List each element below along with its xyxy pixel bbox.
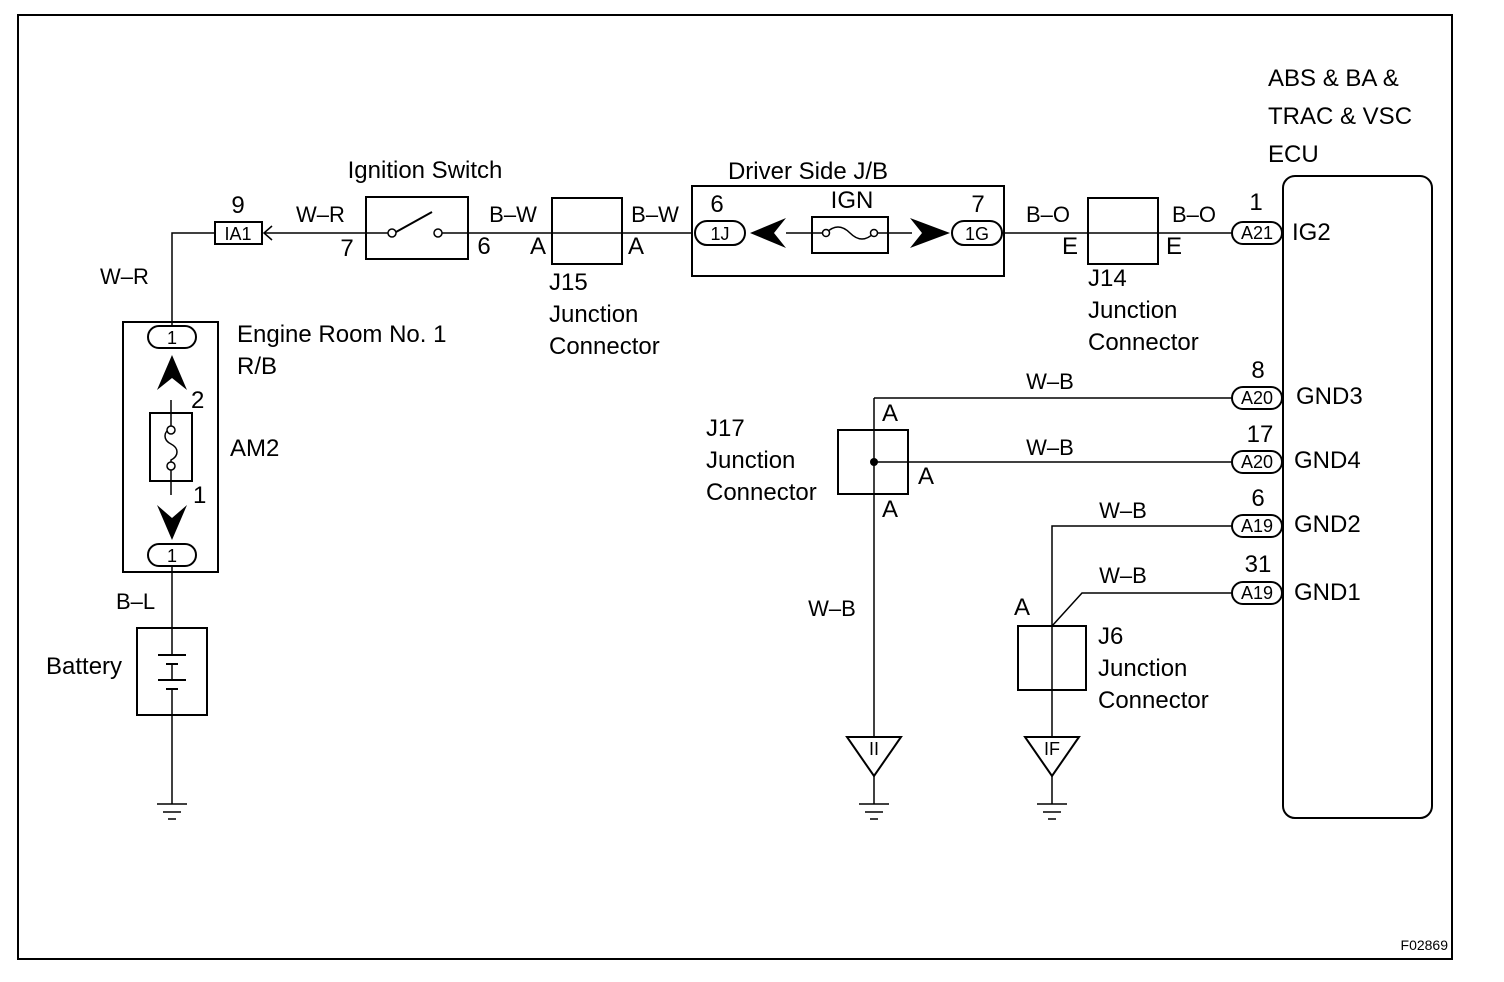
wire-b-w-2: B–W	[631, 202, 679, 227]
ground-icon	[157, 803, 187, 820]
j14-pin-e-right: E	[1166, 233, 1182, 260]
rb-pin-2: 2	[191, 387, 204, 414]
chevron-right-icon	[910, 218, 950, 248]
engine-room-rb-label-1: Engine Room No. 1	[237, 321, 446, 348]
ecu-gnd2-label: GND2	[1294, 511, 1361, 538]
ground-ii-label: II	[869, 739, 879, 759]
j6-label-2: Connector	[1098, 687, 1209, 714]
j17-pin-a-right: A	[918, 463, 934, 490]
wire-w-b-gnd1: W–B	[1099, 563, 1147, 588]
j14-label-1: Junction	[1088, 297, 1177, 324]
abs-vsc-ecu	[1282, 175, 1433, 819]
j6-label-1: Junction	[1098, 655, 1187, 682]
ia1-pin-number: 9	[231, 192, 244, 219]
chevron-up-icon	[157, 355, 187, 390]
j15-pin-a-left: A	[530, 233, 546, 260]
ecu-label-3: ECU	[1268, 141, 1319, 168]
ecu-gnd2-pin-number: 6	[1251, 485, 1264, 512]
fuse-symbol-icon	[812, 226, 888, 240]
ecu-gnd3-label: GND3	[1296, 383, 1363, 410]
j15-pin-a-right: A	[628, 233, 644, 260]
rb-pin-1: 1	[193, 482, 206, 509]
j17-id: J17	[706, 415, 745, 442]
wire-w-r-left: W–R	[100, 264, 149, 289]
splice-dot	[870, 458, 878, 466]
ia1-label: IA1	[224, 224, 251, 244]
ecu-ig2-label: IG2	[1292, 219, 1331, 246]
engine-room-rb-label-2: R/B	[237, 353, 277, 380]
ground-if-label: IF	[1044, 739, 1060, 759]
am2-label: AM2	[230, 435, 279, 462]
jb-pin-7: 7	[971, 191, 984, 218]
wire-w-b-gnd2: W–B	[1099, 498, 1147, 523]
ignition-switch-label: Ignition Switch	[348, 157, 503, 184]
j14-junction-connector	[1087, 197, 1159, 265]
wire-b-w-1: B–W	[489, 202, 537, 227]
ecu-gnd3-conn-label: A20	[1241, 388, 1273, 408]
wire-w-r-top: W–R	[296, 202, 345, 227]
jb-1g-label: 1G	[965, 224, 989, 244]
ecu-gnd1-conn-label: A19	[1241, 583, 1273, 603]
jb-1j-label: 1J	[710, 224, 729, 244]
rb-pin-bottom: 1	[167, 546, 177, 566]
j14-id: J14	[1088, 265, 1127, 292]
ecu-gnd2-conn-label: A19	[1241, 516, 1273, 536]
ecu-gnd4-pin-number: 17	[1247, 421, 1274, 448]
ignition-switch-pin-7: 7	[340, 235, 353, 262]
jb-connector-1j	[694, 220, 746, 246]
ecu-gnd3-pin-number: 8	[1251, 357, 1264, 384]
ecu-gnd4-conn-label: A20	[1241, 452, 1273, 472]
j17-label-1: Junction	[706, 447, 795, 474]
j15-id: J15	[549, 269, 588, 296]
ignition-switch-pin-6: 6	[477, 233, 490, 260]
chevron-left-icon	[750, 218, 786, 248]
j15-label-2: Connector	[549, 333, 660, 360]
ecu-gnd1-pin-number: 31	[1245, 551, 1272, 578]
ecu-label-1: ABS & BA &	[1268, 65, 1399, 92]
ground-point-if	[1023, 736, 1081, 820]
driver-side-junction-block: 1J 1G	[691, 185, 1005, 277]
wire-w-b-gnd3: W–B	[1026, 369, 1074, 394]
wire-w-b-j17: W–B	[808, 596, 856, 621]
diagram-frame	[17, 14, 1453, 960]
ecu-connector-a21	[1231, 221, 1283, 245]
ground-point-ii	[845, 736, 903, 820]
j17-pin-a-bottom: A	[882, 496, 898, 523]
wire-b-l: B–L	[116, 589, 155, 614]
jb-pin-6: 6	[710, 191, 723, 218]
ecu-label-2: TRAC & VSC	[1268, 103, 1412, 130]
chevron-down-icon	[157, 505, 187, 540]
j6-junction-connector	[1017, 625, 1087, 691]
j17-pin-a-top: A	[882, 400, 898, 427]
ignition-switch	[365, 196, 469, 260]
wire-b-o-1: B–O	[1026, 202, 1070, 227]
ecu-gnd4-label: GND4	[1294, 447, 1361, 474]
wire-w-b-gnd4: W–B	[1026, 435, 1074, 460]
ign-fuse-label: IGN	[831, 187, 874, 214]
ecu-gnd1-label: GND1	[1294, 579, 1361, 606]
wire-b-o-2: B–O	[1172, 202, 1216, 227]
engine-room-relay-block: 1 2 AM2 1 1	[122, 321, 279, 573]
j6-id: J6	[1098, 623, 1123, 650]
figure-code: F02869	[1401, 937, 1449, 953]
battery	[136, 627, 208, 716]
j14-pin-e-left: E	[1062, 233, 1078, 260]
ecu-a21-label: A21	[1241, 223, 1273, 243]
j17-junction-connector	[837, 398, 909, 495]
j15-label-1: Junction	[549, 301, 638, 328]
ecu-ig2-pin-number: 1	[1249, 189, 1262, 216]
j6-pin-a: A	[1014, 594, 1030, 621]
driver-jb-label: Driver Side J/B	[728, 158, 888, 185]
j14-label-2: Connector	[1088, 329, 1199, 356]
j15-junction-connector	[551, 197, 623, 265]
j17-label-2: Connector	[706, 479, 817, 506]
rb-pin-top: 1	[167, 328, 177, 348]
ia1-connector	[214, 221, 263, 245]
battery-label: Battery	[46, 653, 122, 680]
